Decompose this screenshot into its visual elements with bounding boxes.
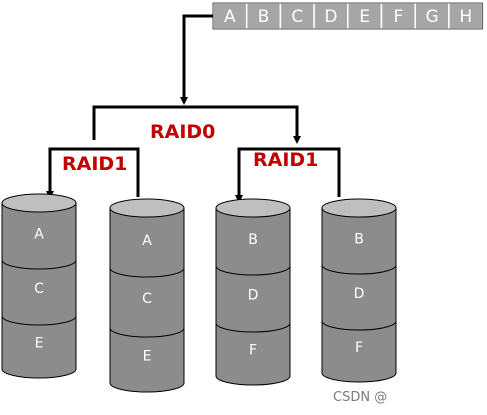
disk-segment-label: A bbox=[142, 233, 152, 249]
disk-segment-label: F bbox=[249, 343, 257, 359]
disk-segment-divider bbox=[1, 315, 77, 326]
data-block-label: H bbox=[459, 7, 472, 27]
data-block-f: F bbox=[380, 2, 416, 30]
disk-top bbox=[321, 198, 397, 218]
raid1-right-bracket bbox=[237, 147, 341, 197]
connector-lines bbox=[46, 14, 341, 203]
data-block-h: H bbox=[448, 2, 484, 30]
disk-body bbox=[1, 202, 77, 379]
data-block-c: C bbox=[279, 2, 315, 30]
disk-segment-divider bbox=[215, 322, 291, 333]
disk-4: B D F bbox=[321, 198, 397, 383]
raid0-label: RAID0 bbox=[150, 121, 215, 143]
data-block-label: B bbox=[258, 7, 270, 27]
disk-segment-divider bbox=[109, 267, 185, 278]
disk-segment-divider bbox=[321, 264, 397, 275]
watermark: CSDN @ bbox=[333, 390, 387, 405]
disk-segment-label: E bbox=[35, 336, 44, 352]
disk-top bbox=[109, 198, 185, 218]
data-block-cell bbox=[448, 2, 484, 30]
strip-to-raid0-line bbox=[180, 14, 213, 105]
disk-segment-divider bbox=[109, 327, 185, 338]
data-block-label: C bbox=[291, 7, 303, 27]
data-block-label: E bbox=[359, 7, 370, 27]
disk-3: B D F bbox=[215, 198, 291, 386]
disk-segment-label: A bbox=[34, 227, 44, 243]
disk-segment-divider bbox=[215, 265, 291, 276]
disk-segment-label: C bbox=[142, 291, 152, 307]
disk-body bbox=[109, 207, 185, 393]
data-block-label: G bbox=[425, 7, 438, 27]
raid0-bracket bbox=[92, 105, 301, 144]
data-block-e: E bbox=[347, 2, 383, 30]
disk-segment-divider bbox=[321, 320, 397, 331]
data-block-a: A bbox=[212, 2, 248, 30]
raid1-left-bracket bbox=[48, 147, 140, 197]
raid1-right-label: RAID1 bbox=[253, 149, 318, 171]
raid1-left-label: RAID1 bbox=[62, 153, 127, 175]
data-block-label: D bbox=[324, 7, 337, 27]
data-block-b: B bbox=[245, 2, 282, 30]
disk-segment-label: C bbox=[34, 281, 44, 297]
disk-segment-label: D bbox=[354, 286, 365, 302]
data-block-d: D bbox=[313, 2, 349, 30]
data-strip: A B C D E F G H bbox=[212, 2, 484, 30]
disk-segment-label: E bbox=[143, 349, 152, 365]
disk-segment-label: B bbox=[354, 232, 364, 248]
disk-1: A C E bbox=[1, 193, 77, 379]
disk-top bbox=[1, 193, 77, 213]
disk-segment-label: B bbox=[248, 232, 258, 248]
disk-body bbox=[215, 207, 291, 386]
disk-2: A C E bbox=[109, 198, 185, 393]
data-block-label: A bbox=[224, 7, 236, 27]
disk-segment-label: F bbox=[355, 340, 363, 356]
disk-segment-label: D bbox=[248, 288, 259, 304]
data-block-g: G bbox=[414, 2, 450, 30]
disk-top bbox=[215, 198, 291, 218]
disk-body bbox=[321, 207, 397, 383]
disk-group: A C E A C E B D F B D F bbox=[1, 193, 397, 393]
data-block-label: F bbox=[393, 7, 403, 27]
disk-segment-divider bbox=[1, 259, 77, 270]
